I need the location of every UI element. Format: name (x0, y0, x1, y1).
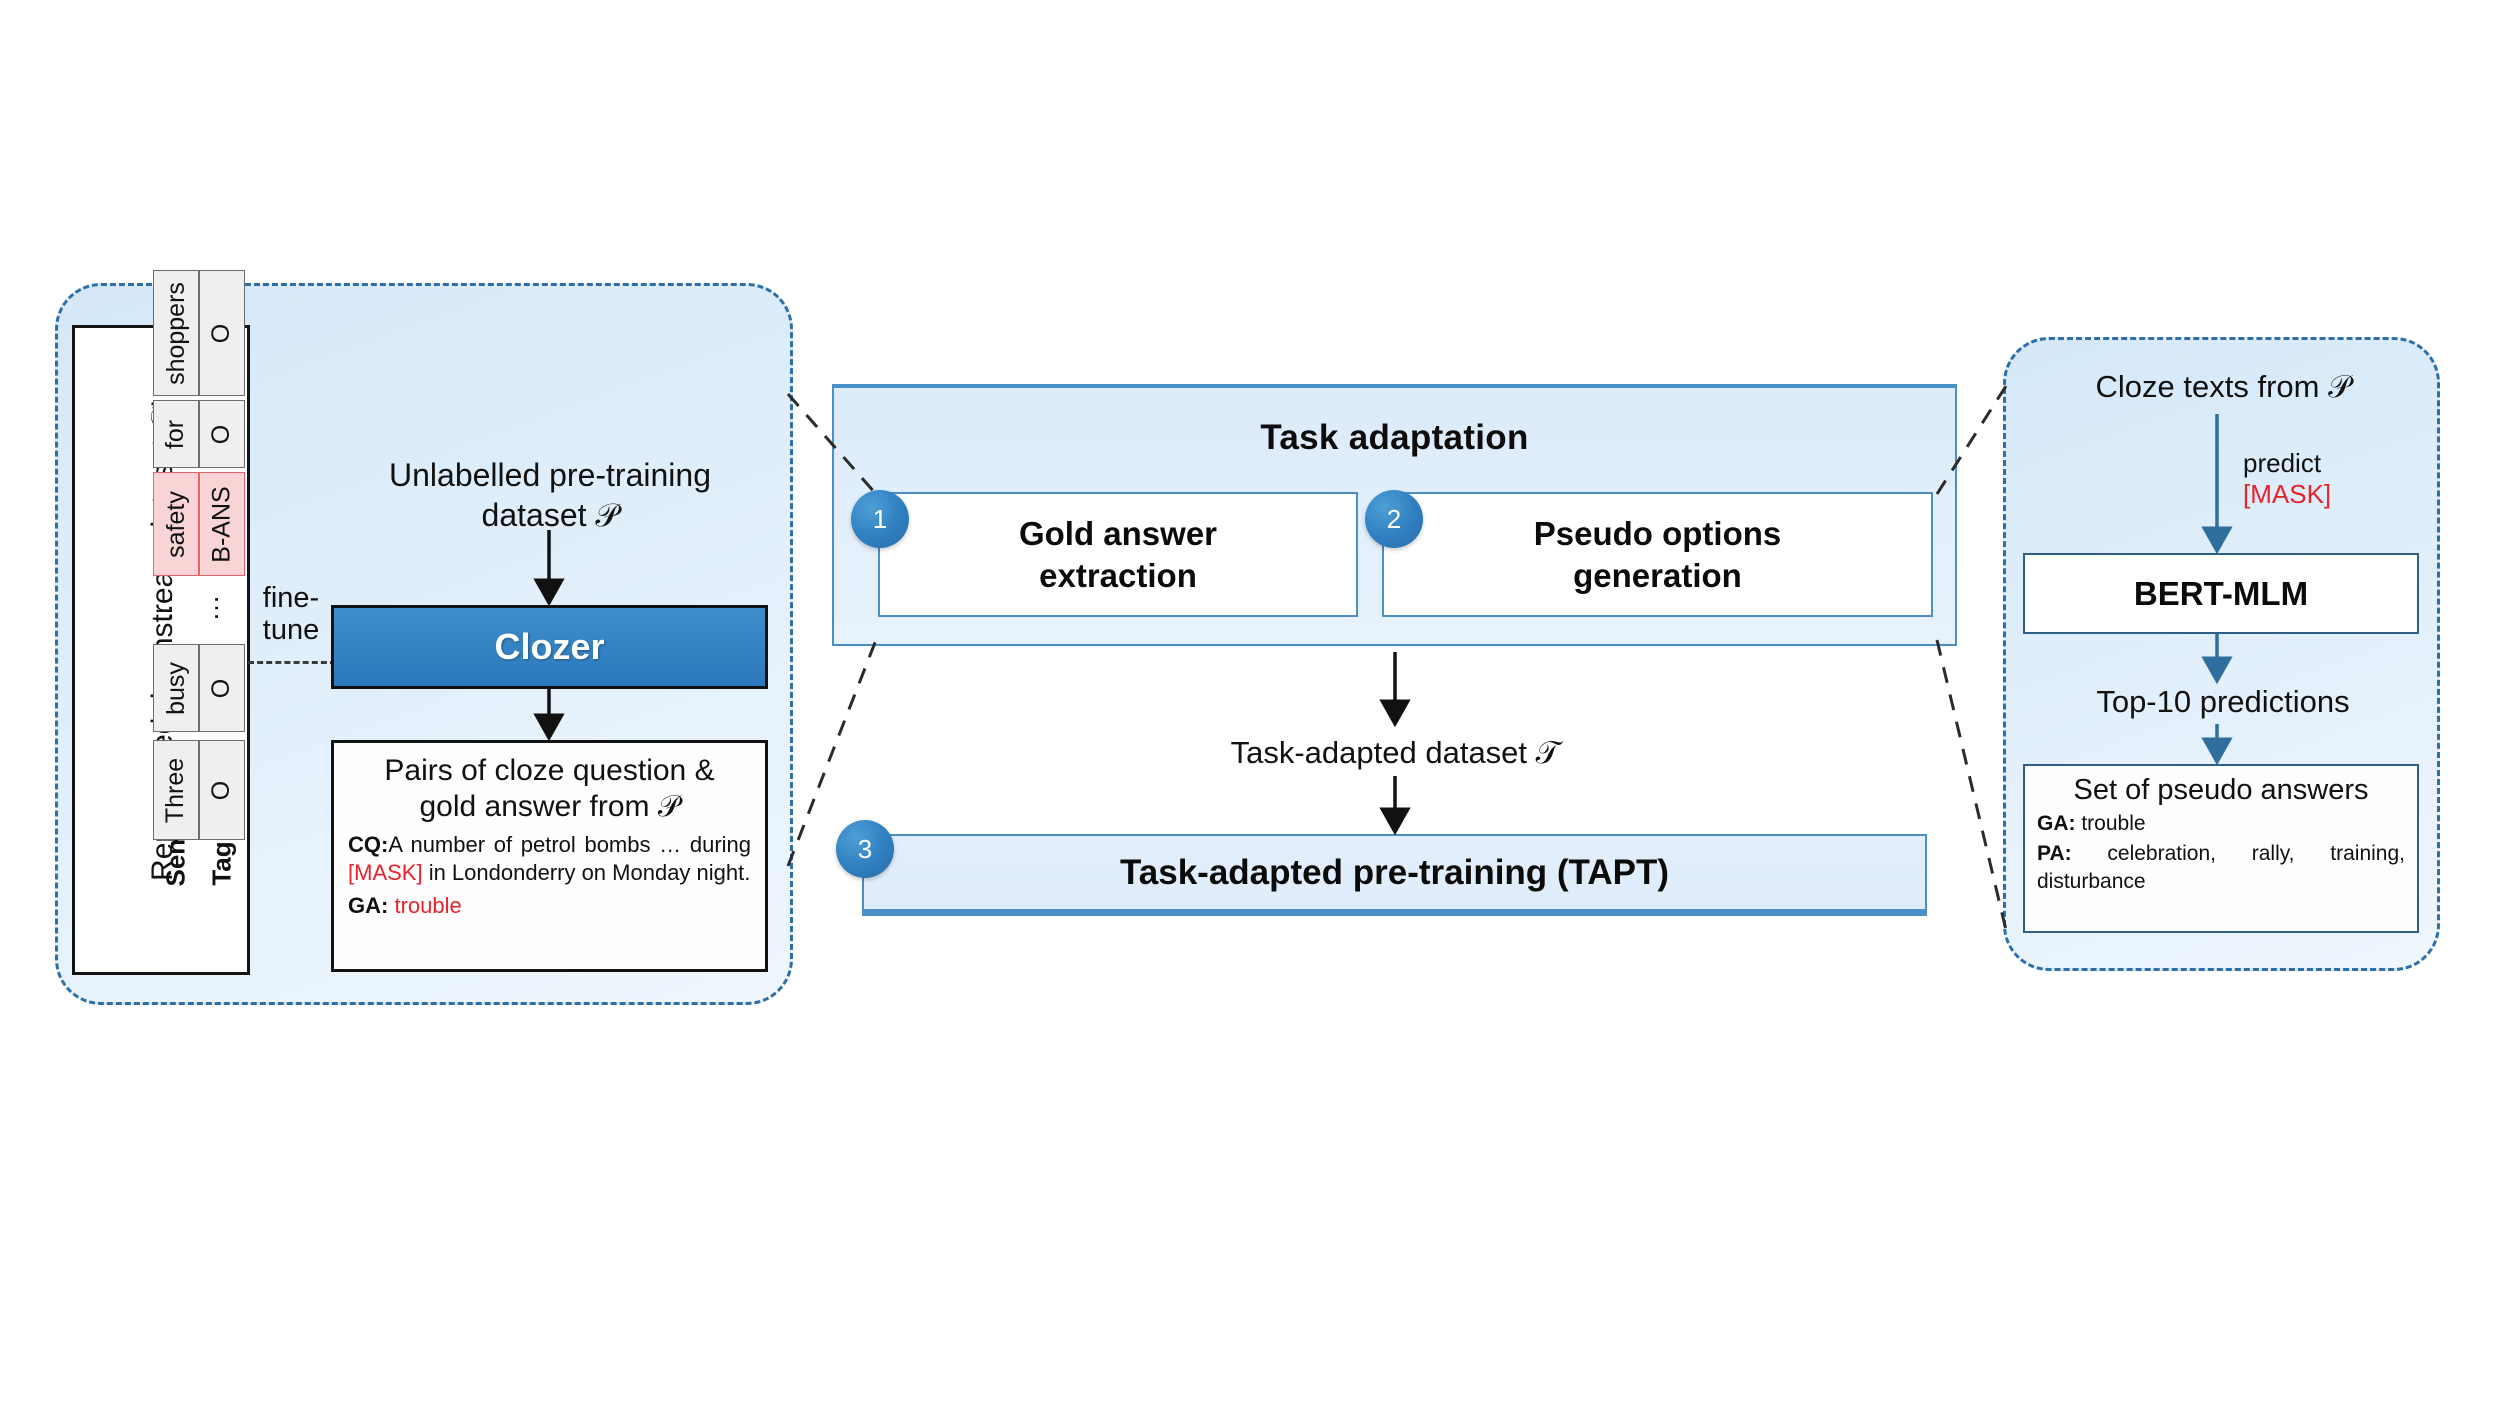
unlabelled-line1: Unlabelled pre-training (389, 457, 711, 493)
cloze-question-line: CQ:A number of petrol bombs … during [MA… (348, 831, 751, 886)
tag-cell-highlight: B-ANS (199, 472, 245, 576)
token-cell: busy (153, 644, 199, 732)
task-adapted-dataset-label: Task-adapted dataset 𝒯 (1230, 735, 1560, 770)
unlabelled-line2: dataset 𝒫 (481, 497, 619, 533)
token-cell-highlight: safety (153, 472, 199, 576)
step-badge-1: 1 (851, 490, 909, 548)
fine-tune-line2: tune (262, 614, 320, 647)
tag-text: O (207, 780, 236, 800)
pseudo-ga-line: GA: trouble (2037, 810, 2405, 837)
cloze-pairs-title: Pairs of cloze question & gold answer fr… (348, 753, 751, 825)
pseudo-ga-value: trouble (2081, 812, 2146, 835)
ga-value: trouble (394, 893, 462, 918)
row-label-sentence: Sentence (161, 771, 192, 887)
table-column-ellipsis: … … (148, 580, 245, 636)
step1-line2: extraction (1039, 556, 1197, 594)
pseudo-answers-box: Set of pseudo answers GA: trouble PA: ce… (2023, 764, 2419, 933)
token-text: Three (161, 757, 190, 823)
clozer-box[interactable]: Clozer (331, 605, 768, 689)
fine-tune-line1: fine- (262, 582, 320, 614)
cq-label: CQ: (348, 832, 389, 857)
fine-tune-label: fine- tune (243, 582, 339, 647)
token-text: shoppers (161, 281, 190, 385)
cloze-pairs-box: Pairs of cloze question & gold answer fr… (331, 740, 768, 972)
gold-answer-line: GA: trouble (348, 892, 751, 920)
token-cell: Three (153, 740, 199, 840)
table-column-for: for O (153, 400, 245, 468)
tag-grid: Sentence Tag Three O busy O (148, 270, 245, 958)
tag-cell: O (199, 740, 245, 840)
pseudo-pa-label: PA: (2037, 842, 2072, 866)
ga-label: GA: (348, 893, 389, 918)
pseudo-pa-value: celebration, rally, training, disturbanc… (2037, 842, 2405, 893)
tag-cell: O (199, 270, 245, 396)
step2-line2: generation (1573, 556, 1742, 594)
cloze-texts-label: Cloze texts from 𝒫 (2095, 369, 2351, 404)
step-pseudo-options-generation[interactable]: Pseudo options generation (1382, 492, 1933, 617)
table-column-safety: safety B-ANS (153, 472, 245, 576)
step2-line1: Pseudo options (1533, 515, 1782, 553)
table-column-shoppers: shoppers O (153, 270, 245, 396)
cloze-pairs-title-line2: gold answer from 𝒫 (419, 790, 680, 823)
token-cell: for (153, 400, 199, 468)
table-column-three: Three O (153, 740, 245, 840)
token-text: busy (161, 661, 190, 715)
step-badge-2: 2 (1365, 490, 1423, 548)
downstream-dataset-table: Repurposed downstream dataset 𝒟' Sentenc… (72, 270, 250, 975)
fine-tune-connector (248, 661, 336, 664)
cloze-pairs-title-line1: Pairs of cloze question & (384, 754, 715, 787)
cq-mask-token: [MASK] (348, 859, 423, 885)
token-cell: shoppers (153, 270, 199, 396)
table-column-busy: busy O (153, 644, 245, 732)
tag-text: O (207, 424, 236, 444)
pseudo-answers-title: Set of pseudo answers (2073, 774, 2369, 806)
step1-line1: Gold answer (1018, 515, 1218, 553)
token-text: for (161, 419, 190, 449)
row-label-tag: Tag (206, 841, 237, 886)
predict-mask-token: [MASK] (2243, 478, 2332, 509)
unlabelled-dataset-label: Unlabelled pre-training dataset 𝒫 (355, 455, 745, 535)
grid-row-labels: Sentence Tag (153, 771, 245, 887)
ellipsis-tag: … (194, 594, 224, 622)
tag-text: B-ANS (207, 485, 236, 563)
task-adaptation-title: Task adaptation (1260, 418, 1529, 457)
token-text: safety (161, 490, 190, 558)
tag-text: O (207, 323, 236, 343)
cq-text-b: in Londonderry on Monday night. (422, 859, 751, 885)
clozer-label: Clozer (494, 626, 605, 667)
tapt-box[interactable]: Task-adapted pre-training (TAPT) (862, 834, 1927, 916)
step-gold-answer-extraction[interactable]: Gold answer extraction (878, 492, 1358, 617)
bert-mlm-box[interactable]: BERT-MLM (2023, 553, 2419, 634)
cq-text-a: A number of petrol bombs … during (388, 832, 751, 857)
tapt-label: Task-adapted pre-training (TAPT) (1119, 852, 1669, 892)
bert-mlm-label: BERT-MLM (2133, 574, 2309, 612)
pseudo-ga-label: GA: (2037, 812, 2076, 835)
tag-cell: O (199, 644, 245, 732)
top10-predictions-label: Top-10 predictions (2096, 684, 2350, 719)
predict-label: predict [MASK] (2243, 448, 2443, 509)
pseudo-pa-line: PA: celebration, rally, training, distur… (2037, 840, 2405, 895)
step-badge-3: 3 (836, 820, 894, 878)
tag-cell: O (199, 400, 245, 468)
tag-text: O (207, 678, 236, 698)
predict-word: predict (2243, 448, 2322, 478)
